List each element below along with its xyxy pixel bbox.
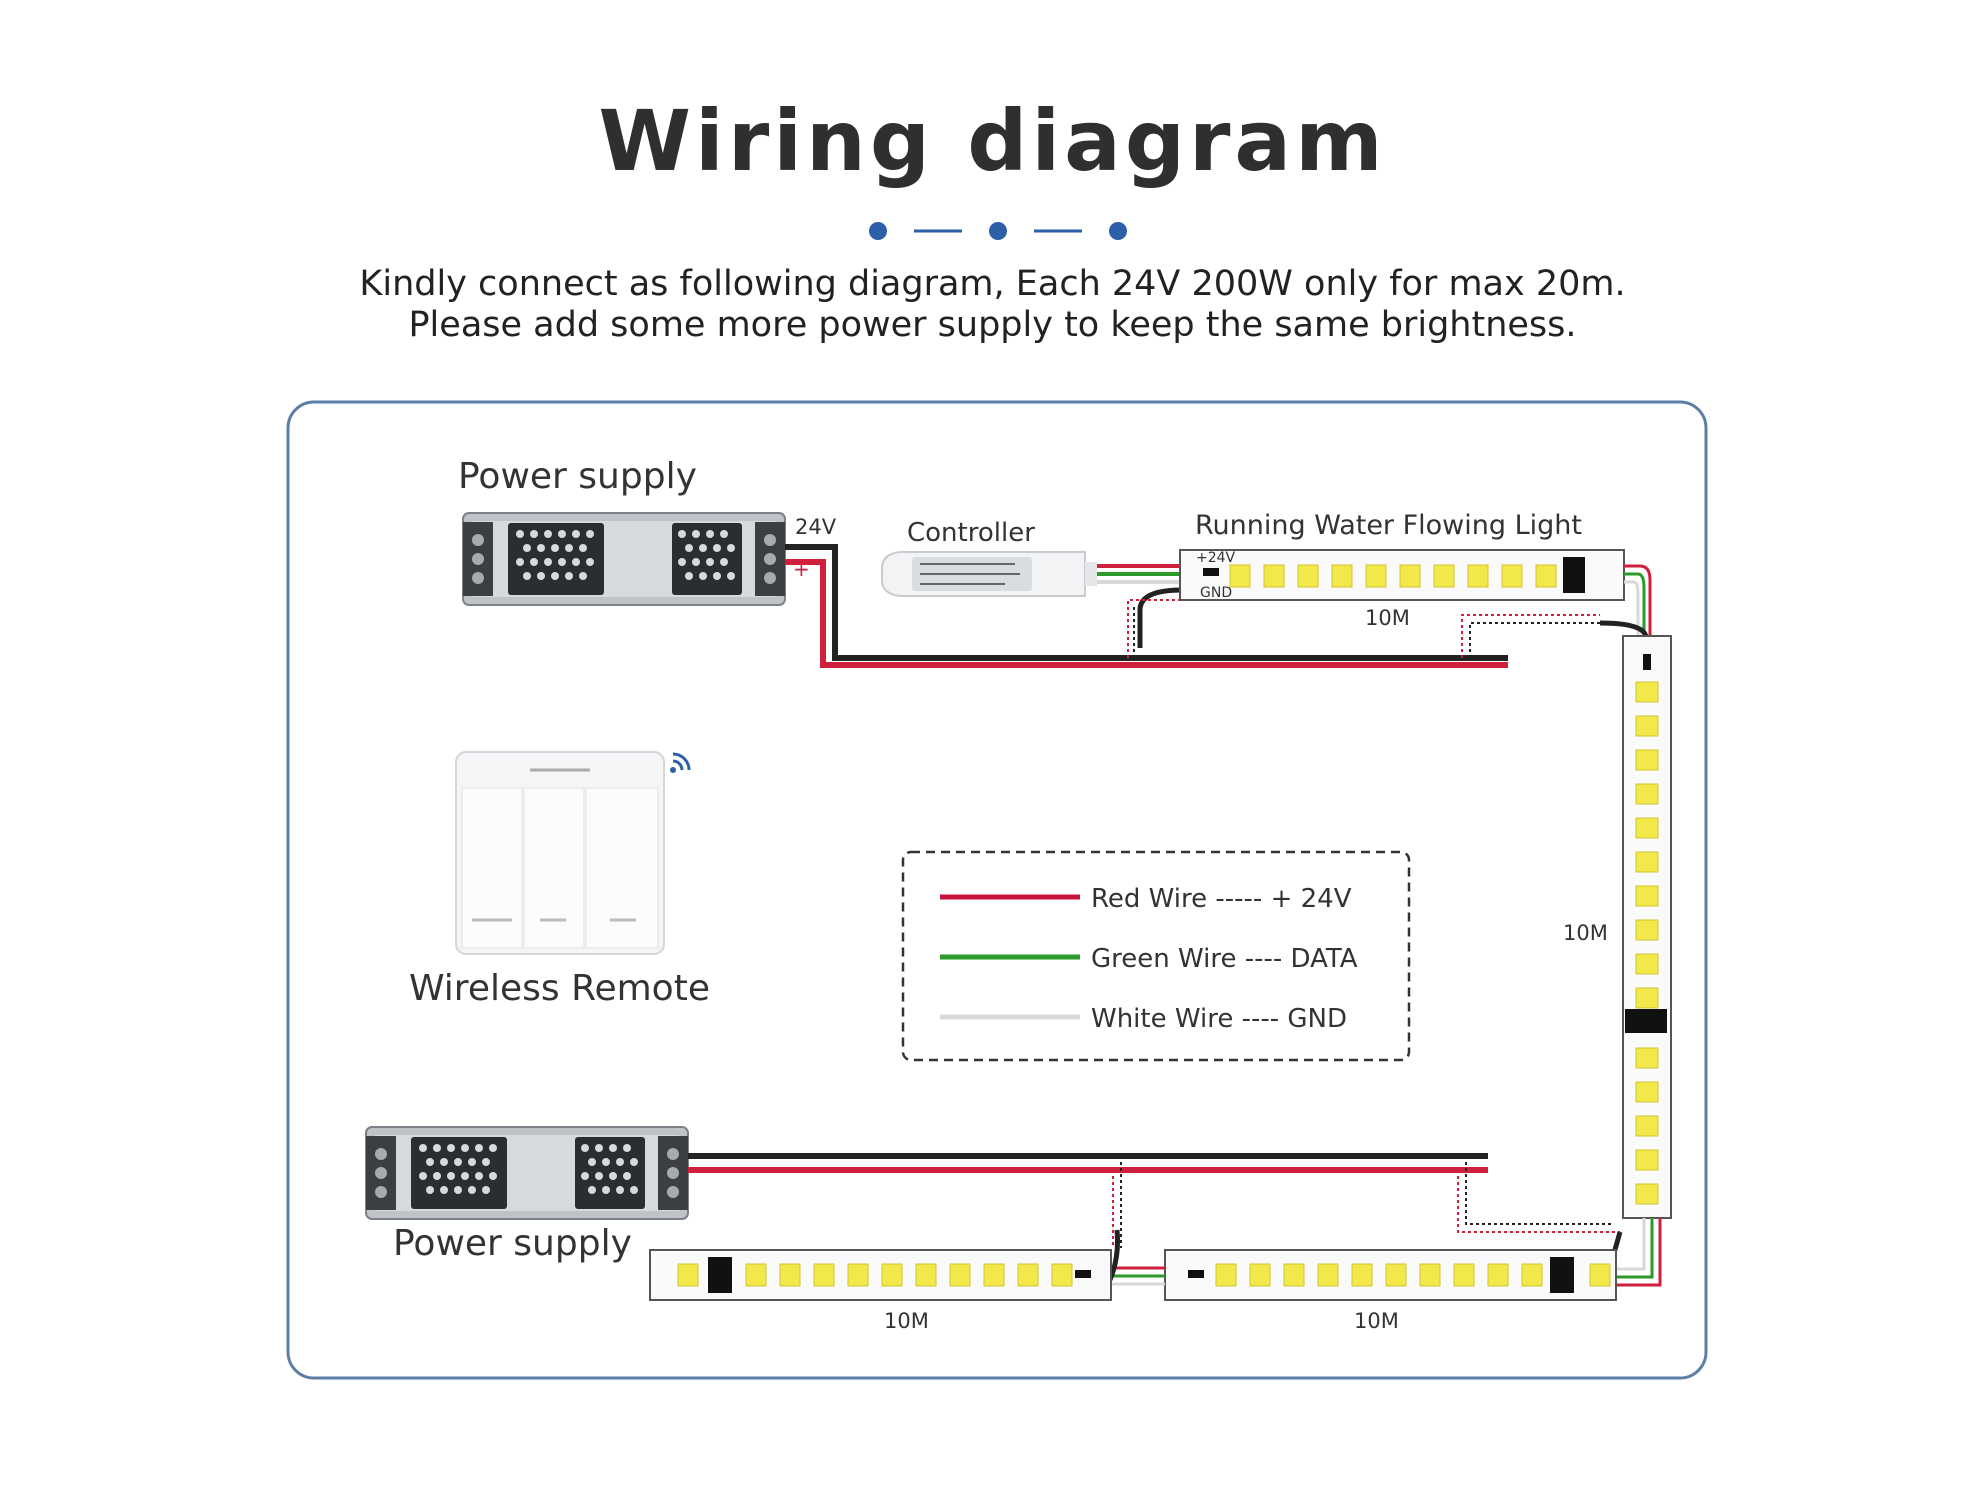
- bottom-right-dotted-black: [1465, 1156, 1612, 1225]
- wifi-icon: [670, 752, 691, 773]
- strip-ground-label: GND: [1200, 585, 1232, 601]
- corner-red-wire: [1624, 564, 1652, 636]
- strip-pos-dotted-wire: [1127, 599, 1180, 658]
- divider-dot: [869, 222, 887, 240]
- voltage-label: 24V: [795, 515, 837, 539]
- strip-right-length: 10M: [1563, 921, 1608, 945]
- strip-bottom-right-length: 10M: [1354, 1309, 1399, 1333]
- controller: [881, 551, 1097, 597]
- wire-legend: Red Wire ----- + 24V Green Wire ---- DAT…: [901, 850, 1411, 1062]
- led-strip-bottom-left: [649, 1249, 1112, 1301]
- legend-green-label: Green Wire ---- DATA: [1091, 944, 1358, 974]
- right-down-red-wire: [1616, 1218, 1662, 1287]
- bottom-right-dotted-red: [1457, 1170, 1620, 1233]
- right-down-white-wire: [1616, 1218, 1646, 1271]
- right-down-green-wire: [1616, 1218, 1654, 1279]
- diagram-frame: [286, 400, 1708, 1380]
- strip-title-label: Running Water Flowing Light: [1195, 510, 1582, 541]
- divider-dot: [989, 222, 1007, 240]
- feed-black-dotted-wire: [1469, 622, 1600, 658]
- legend-red-label: Red Wire ----- + 24V: [1091, 884, 1352, 914]
- power-supply-top-label: Power supply: [458, 456, 697, 497]
- legend-white-label: White Wire ---- GND: [1091, 1004, 1347, 1034]
- controller-label: Controller: [907, 518, 1035, 548]
- led-strip-bottom-right: [1164, 1249, 1617, 1301]
- power-supply-top: [462, 512, 786, 606]
- power-supply-bottom-label: Power supply: [393, 1223, 632, 1264]
- power-supply-bottom: [365, 1126, 689, 1220]
- led-strip-top: [1179, 549, 1625, 601]
- top-supply-red-wire: [785, 559, 1508, 668]
- corner-white-wire: [1624, 580, 1640, 636]
- divider-dot: [1109, 222, 1127, 240]
- corner-green-wire: [1624, 572, 1646, 636]
- page-title: Wiring diagram: [598, 92, 1387, 190]
- title-divider: [869, 222, 1127, 240]
- strip-gnd-black-wire: [1137, 587, 1183, 648]
- instruction-line-1: Kindly connect as following diagram, Eac…: [359, 264, 1626, 304]
- instruction-line-2: Please add some more power supply to kee…: [408, 305, 1577, 345]
- wireless-remote: [455, 751, 665, 955]
- top-supply-black-wire: [785, 544, 1508, 661]
- feed-red-dotted-wire: [1461, 614, 1600, 658]
- wireless-remote-label: Wireless Remote: [409, 968, 710, 1009]
- strip-bottom-left-length: 10M: [884, 1309, 929, 1333]
- led-strip-right: [1622, 635, 1672, 1219]
- strip-positive-label: +24V: [1196, 550, 1236, 566]
- strip-top-length: 10M: [1365, 606, 1410, 630]
